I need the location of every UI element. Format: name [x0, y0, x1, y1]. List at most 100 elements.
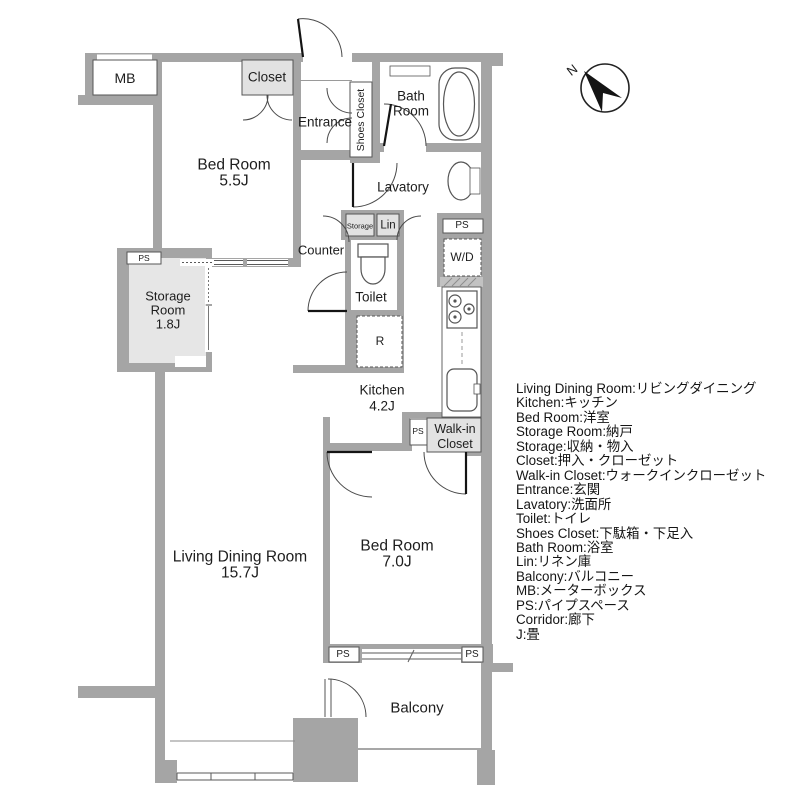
linen-box — [376, 213, 400, 237]
legend-line: Toilet:トイレ — [516, 511, 592, 527]
shoes-closet-door-arc-upper — [326, 87, 353, 114]
legend-line: Storage:収納・物入 — [516, 438, 634, 454]
lavatory-cabinet — [469, 167, 481, 195]
bathroom-label-2: Room — [392, 103, 430, 119]
ps-label-bed2-left: PS — [336, 649, 350, 660]
closet-label: Closet — [247, 69, 287, 85]
walk-in-closet-label-2: Closet — [437, 436, 473, 451]
legend-line: Closet:押入・クローゼット — [516, 453, 679, 469]
door-arcs — [242, 18, 467, 718]
legend: Living Dining Room:リビングダイニング Kitchen:キッチ… — [516, 381, 767, 642]
walk-in-closet-floor — [426, 417, 482, 453]
mb-box — [92, 59, 158, 96]
lavatory-label: Lavatory — [377, 179, 429, 195]
washer-dryer-label: W/D — [450, 250, 474, 264]
legend-line: Shoes Closet:下駄箱・下足入 — [516, 525, 694, 541]
legend-line: Storage Room:納戸 — [516, 424, 633, 440]
compass-needle — [584, 71, 622, 112]
entrance-door-panel — [296, 18, 305, 58]
closet-door-arc-right — [266, 94, 293, 121]
living-label: Living Dining Room — [172, 548, 308, 566]
legend-line: Lin:リネン庫 — [516, 554, 592, 570]
legend-line: PS:パイプスペース — [516, 597, 630, 613]
bedroom2-door-arc — [326, 451, 373, 498]
closet-door-arc-left — [242, 94, 269, 121]
storage-small-label: Storage — [346, 221, 374, 231]
ps-label-storage: PS — [138, 252, 150, 263]
shoes-closet-box — [349, 81, 373, 158]
counter-label: Counter — [297, 242, 345, 258]
fixtures — [357, 65, 482, 418]
toilet-tank — [357, 243, 389, 258]
door-panels — [296, 18, 468, 494]
bathroom-door-panel — [382, 103, 393, 147]
ps-box-bed2-right — [461, 646, 484, 663]
ps-label-wic: PS — [412, 425, 424, 436]
bedroom2-label: Bed Room — [360, 537, 434, 555]
toilet-label: Toilet — [355, 289, 387, 305]
bedroom1-sliding-strip — [180, 259, 288, 266]
ps-label-bed2-right: PS — [465, 649, 479, 660]
ps-box-top — [442, 218, 484, 234]
legend-line: Lavatory:洗面所 — [516, 496, 612, 512]
ps-label-top: PS — [455, 220, 469, 231]
bedroom1-label: Bed Room — [197, 156, 271, 174]
windows — [170, 80, 481, 781]
shoes-closet-door-arc-lower — [326, 117, 353, 144]
entrance-door-arc — [297, 18, 343, 58]
legend-line: Balcony:バルコニー — [516, 568, 635, 584]
refrigerator-box — [356, 315, 403, 368]
bedroom2-size: 7.0J — [382, 553, 412, 571]
storage-room-label-2: Room — [150, 302, 186, 318]
toilet-bowl — [360, 256, 386, 285]
kitchen-sink-drainer — [473, 383, 481, 395]
living-size: 15.7J — [221, 564, 259, 582]
washer-dryer-box — [443, 238, 482, 277]
ps-box-wic — [409, 418, 428, 446]
balcony-label: Balcony — [390, 699, 444, 717]
legend-line: Living Dining Room:リビングダイニング — [516, 381, 757, 396]
storage-room-notch — [175, 356, 206, 367]
legend-line: Bath Room:浴室 — [516, 539, 614, 555]
legend-line: Bed Room:洋室 — [516, 409, 610, 425]
refrigerator-label: R — [375, 334, 385, 348]
legend-line: J:畳 — [516, 626, 540, 642]
storage-small-box — [345, 213, 375, 237]
linen-door-arc — [396, 215, 422, 241]
balcony-door-arc — [327, 678, 367, 718]
entrance-label: Entrance — [297, 114, 353, 130]
closet-box — [241, 59, 294, 96]
service-boxes — [92, 54, 484, 663]
kitchen-size: 4.2J — [369, 398, 395, 414]
balcony-door-panel — [324, 679, 332, 717]
legend-line: Entrance:玄関 — [516, 482, 601, 498]
lavatory-door-arc — [352, 162, 398, 208]
legend-line: Corridor:廊下 — [516, 612, 595, 628]
bathroom-label-1: Bath — [397, 88, 425, 104]
compass — [580, 63, 630, 113]
shoes-closet-label: Shoes Closet — [354, 88, 367, 152]
closet-floors — [241, 59, 482, 453]
walk-in-closet-label-1: Walk-in — [434, 421, 476, 436]
bathtub-inner — [442, 71, 476, 137]
linen-label: Lin — [380, 219, 396, 232]
bedroom1-size: 5.5J — [219, 172, 249, 190]
ps-box-storage — [126, 251, 162, 265]
legend-line: Kitchen:キッチン — [516, 395, 618, 411]
legend-line: Walk-in Closet:ウォークインクローゼット — [516, 467, 767, 483]
bath-counter — [389, 65, 431, 77]
walk-in-closet-door-arc — [423, 451, 467, 495]
kitchen-sink — [446, 368, 478, 412]
legend-line: MB:メーターボックス — [516, 583, 647, 599]
storage-door-arc — [322, 215, 350, 243]
mb-label: MB — [114, 70, 136, 86]
kitchen-label: Kitchen — [359, 382, 405, 398]
ps-box-bed2-left — [328, 646, 360, 663]
kitchen-hatch-band — [440, 277, 483, 287]
mb-wall-inset — [97, 54, 152, 61]
storage-room-door-gaps — [205, 266, 212, 352]
dashed-appliance-boxes — [356, 238, 482, 368]
toilet-door-arc — [307, 271, 348, 312]
